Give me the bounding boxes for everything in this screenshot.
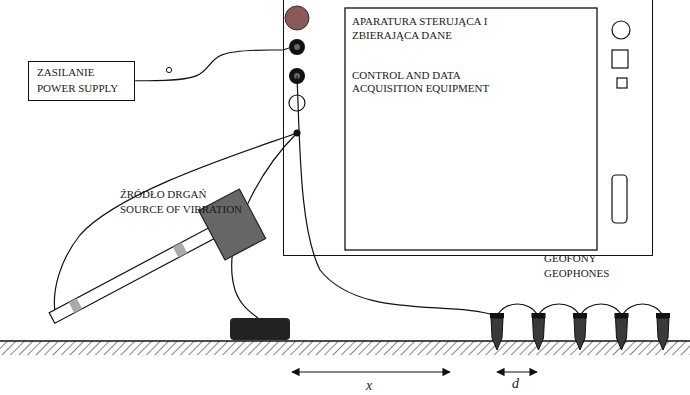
equipment-box: APARATURA STERUJĄCA I ZBIERAJĄCA DANE CON… bbox=[283, 0, 653, 256]
power-cable bbox=[135, 50, 283, 81]
source-label: ŹRÓDŁO DRGAŃ bbox=[120, 188, 206, 201]
geophone-label: GEOFONY bbox=[544, 252, 597, 265]
ground bbox=[0, 341, 690, 355]
dimension-lines bbox=[292, 371, 537, 372]
power-supply-label: POWER SUPPLY bbox=[37, 82, 118, 96]
geophones bbox=[490, 313, 670, 350]
power-supply-label: ZASILANIE bbox=[37, 66, 118, 80]
geophone-label: GEOPHONES bbox=[544, 267, 609, 280]
geophone bbox=[657, 318, 669, 350]
geophone-cap bbox=[573, 313, 587, 318]
geophone-cap bbox=[615, 313, 629, 318]
equipment-label: CONTROL AND DATA ACQUISITION EQUIPMENT bbox=[352, 69, 512, 97]
geophone bbox=[616, 318, 628, 350]
geophone-cap bbox=[490, 313, 504, 318]
geophone-cap bbox=[656, 313, 670, 318]
equipment-details bbox=[283, 6, 630, 250]
dimension-label: d bbox=[512, 376, 519, 393]
power-supply-box: ZASILANIE POWER SUPPLY bbox=[28, 61, 135, 101]
source-label: SOURCE OF VIBRATION bbox=[120, 203, 242, 216]
impact-plate bbox=[230, 318, 290, 340]
terminal bbox=[166, 67, 171, 72]
wires bbox=[54, 76, 663, 318]
geophone-cap bbox=[532, 313, 546, 318]
geophone bbox=[533, 318, 545, 350]
geophone bbox=[491, 318, 503, 350]
geophone bbox=[574, 318, 586, 350]
equipment-label: APARATURA STERUJĄCA I ZBIERAJĄCA DANE bbox=[352, 15, 512, 43]
dimension-label: x bbox=[366, 378, 372, 395]
